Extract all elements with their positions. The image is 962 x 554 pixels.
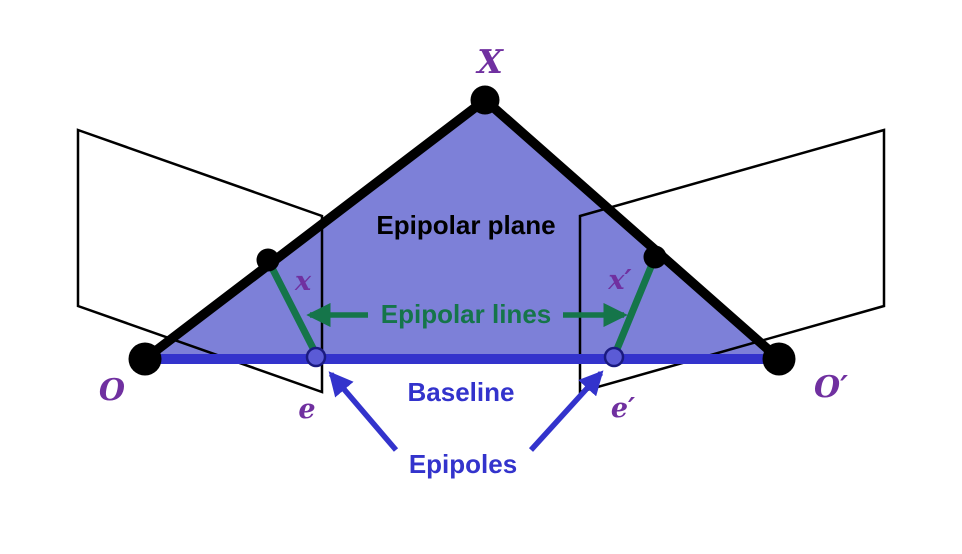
epipolar-plane-label: Epipolar plane <box>376 210 555 240</box>
label-e: e <box>298 394 315 425</box>
epipole-e-dot <box>305 346 327 368</box>
epipoles-label: Epipoles <box>409 449 517 479</box>
label-O: O <box>99 373 125 408</box>
label-e-prime: e′ <box>611 393 635 424</box>
baseline-label: Baseline <box>408 377 515 407</box>
camera-center-O-prime-dot <box>762 342 796 376</box>
left-image-plane <box>76 128 324 394</box>
image-point-x-dot <box>256 248 280 272</box>
epipolar-lines-label: Epipolar lines <box>381 299 552 329</box>
label-x: x <box>294 266 312 297</box>
ray-O-to-X <box>140 95 490 364</box>
camera-center-O-dot <box>128 342 162 376</box>
image-point-x-prime-dot <box>643 245 667 269</box>
label-x-prime: x′ <box>607 265 631 296</box>
right-epipolar-line <box>611 253 659 358</box>
label-O-prime: O′ <box>814 370 848 405</box>
epipole-e-prime-dot <box>603 346 625 368</box>
ray-X-to-O-prime <box>480 95 784 364</box>
left-epipolar-line <box>264 256 320 358</box>
epipoles-right-arrow <box>528 370 604 452</box>
point-X-dot <box>470 85 500 115</box>
epipoles-left-arrow <box>328 371 399 452</box>
label-X: X <box>475 42 504 81</box>
epipolar-plane-region <box>145 100 779 359</box>
